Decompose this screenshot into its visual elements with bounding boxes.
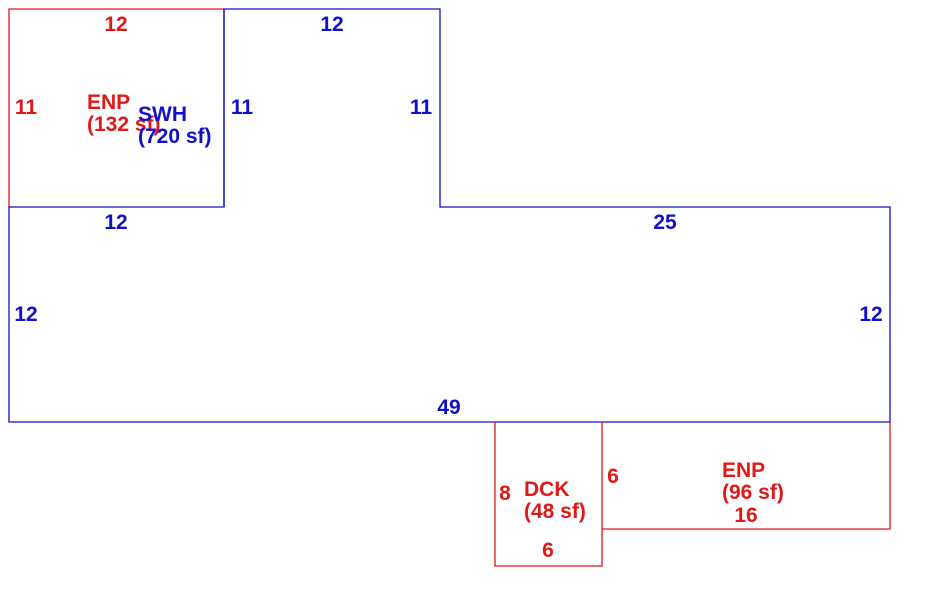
enp-upper-area: (132 sf) — [87, 113, 161, 136]
enp-lower-outline — [602, 422, 891, 530]
enp-upper-outline — [8, 8, 224, 207]
enp-lower-area: (96 sf) — [722, 481, 784, 504]
dck-right-dim: 6 — [607, 465, 619, 488]
swh-notch-left-dim: 11 — [231, 96, 254, 119]
swh-notch-right-dim: 11 — [410, 96, 433, 119]
swh-left-dim: 12 — [14, 303, 37, 326]
swh-outline — [8, 8, 891, 423]
swh-right-dim: 12 — [859, 303, 882, 326]
dck-area: (48 sf) — [524, 500, 586, 523]
enp-upper-top-dim: 12 — [104, 13, 127, 36]
dck-outline — [494, 422, 603, 567]
swh-bottom-dim: 49 — [437, 396, 460, 419]
swh-mid-right-dim: 25 — [653, 211, 677, 234]
swh-top-left-dim: 12 — [320, 13, 343, 36]
dck-bottom-dim: 6 — [542, 539, 554, 562]
enp-upper-left-dim: 11 — [15, 96, 38, 119]
enp-upper-code: ENP — [87, 91, 130, 114]
dck-code: DCK — [524, 478, 570, 501]
enp-lower-code: ENP — [722, 459, 765, 482]
swh-mid-left-dim: 12 — [104, 211, 127, 234]
swh-area: (720 sf) — [138, 125, 212, 148]
swh-code: SWH — [138, 103, 187, 126]
enp-lower-bottom-dim: 16 — [734, 504, 757, 527]
dck-left-dim: 8 — [499, 482, 511, 505]
